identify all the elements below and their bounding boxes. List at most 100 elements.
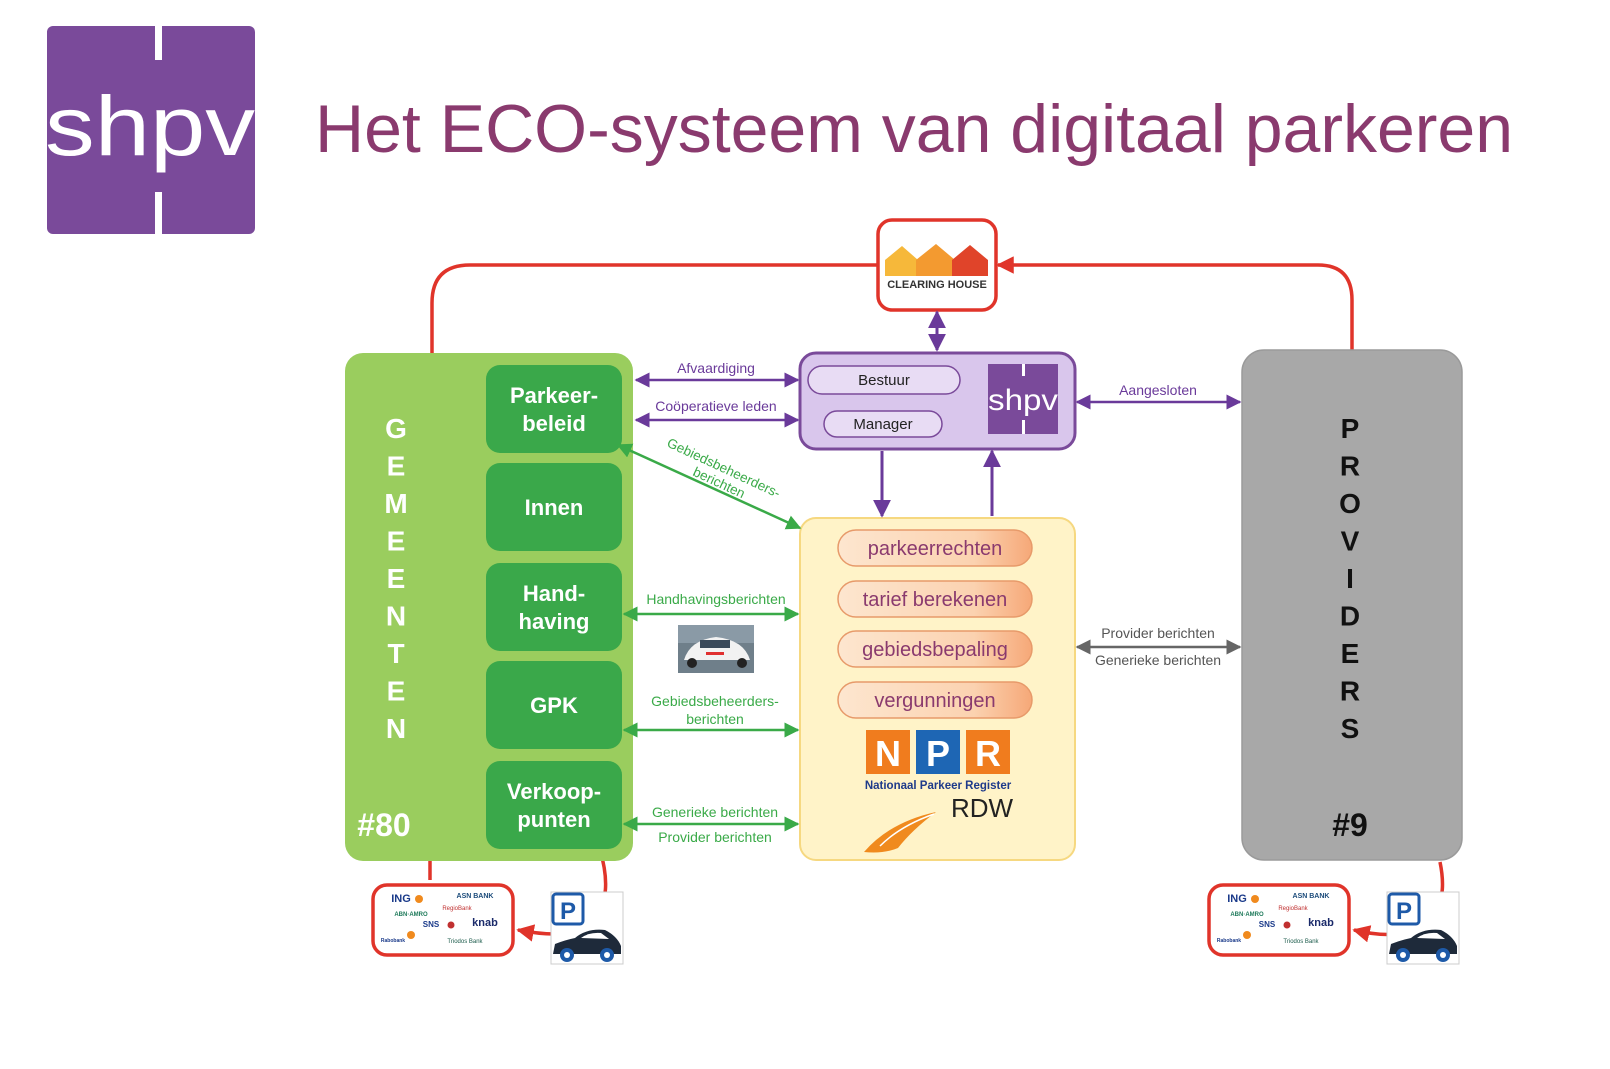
clearing-house: CLEARING HOUSE	[876, 218, 998, 312]
bank-name: ING	[391, 893, 411, 905]
shpv-box: Bestuur Manager shpv	[798, 351, 1077, 451]
parkeerbeleid-label: beleid	[522, 411, 586, 436]
providers-letter: V	[1341, 526, 1360, 557]
handhaving-label: having	[519, 609, 590, 634]
clearing-house-label: CLEARING HOUSE	[887, 279, 987, 291]
service-label: gebiedsbepaling	[862, 639, 1008, 661]
service-label: vergunningen	[874, 690, 995, 712]
providers-letter: S	[1341, 713, 1360, 744]
gemeenten-letter: M	[384, 488, 407, 519]
providers-letter: I	[1346, 563, 1354, 594]
handhaving-box: Hand-having	[486, 563, 622, 651]
npr-box: parkeerrechten tarief berekenen gebiedsbep…	[799, 517, 1076, 861]
gemeenten-letter: E	[387, 676, 406, 707]
page-title: Het ECO-systeem van digitaal parkeren	[315, 91, 1513, 167]
gemeenten-count: #80	[357, 807, 410, 843]
bank-name: knab	[472, 917, 498, 929]
provider-berichten-right-label: Provider berichten	[1101, 625, 1215, 641]
providers-letter: R	[1340, 451, 1360, 482]
rdw-label: RDW	[951, 793, 1014, 823]
aangesloten-label: Aangesloten	[1119, 382, 1197, 398]
npr-subtitle: Nationaal Parkeer Register	[865, 780, 1012, 792]
parking-sign-icon: P	[1396, 898, 1412, 925]
bank-name: SNS	[423, 920, 440, 929]
parkeerbeleid-box: Parkeer-beleid	[486, 365, 622, 453]
bank-name: ASN BANK	[457, 893, 494, 900]
verkooppunten-box: Verkoop-punten	[486, 761, 622, 849]
gemeenten-letter: E	[387, 563, 406, 594]
parking-car-left: P	[550, 891, 624, 965]
parkeerbeleid-label: Parkeer-	[510, 383, 598, 408]
providers-letter: O	[1339, 488, 1361, 519]
car-icon	[1389, 929, 1457, 962]
bank-name: Triodos Bank	[1283, 939, 1319, 945]
bestuur-label: Bestuur	[858, 372, 910, 389]
npr-letter-n: N	[875, 733, 901, 774]
handhaving-label: Hand-	[523, 581, 585, 606]
shpv-small-logo: shpv	[988, 364, 1058, 434]
service-pill: gebiedsbepaling	[837, 630, 1033, 668]
bank-name: ABN·AMRO	[394, 912, 428, 918]
bank-name: RegioBank	[442, 906, 472, 912]
gpk-box: GPK	[486, 661, 622, 749]
rdw-logo: RDW	[864, 793, 1014, 853]
service-label: tarief berekenen	[863, 589, 1008, 611]
gemeenten-letter: E	[387, 526, 406, 557]
service-pill: parkeerrechten	[837, 529, 1033, 567]
bank-name: ABN·AMRO	[1230, 912, 1264, 918]
providers-letter: E	[1341, 638, 1360, 669]
provider-berichten-label: Provider berichten	[658, 829, 772, 845]
purple-connections: Afvaardiging Coöperatieve leden Aangeslo…	[634, 360, 1242, 428]
bank-name: ING	[1227, 893, 1247, 905]
providers-letter: R	[1340, 676, 1360, 707]
service-pill: vergunningen	[837, 681, 1033, 719]
providers-count: #9	[1332, 807, 1368, 843]
gebiedsbeheerders-label-2: berichten	[686, 711, 744, 727]
gemeenten-letter: G	[385, 413, 407, 444]
generieke-berichten-right-label: Generieke berichten	[1095, 652, 1221, 668]
parking-car-right: P	[1386, 891, 1460, 965]
car-icon	[553, 929, 621, 962]
police-car-photo	[678, 625, 754, 673]
logo-text: shpv	[45, 79, 255, 173]
providers-letter: D	[1340, 601, 1360, 632]
gebiedsbeheerders-label-1: Gebiedsbeheerders-	[651, 693, 779, 709]
bank-name: RegioBank	[1278, 906, 1308, 912]
service-label: parkeerrechten	[868, 538, 1003, 560]
generieke-berichten-label: Generieke berichten	[652, 804, 778, 820]
npr-letter-r: R	[975, 733, 1001, 774]
gpk-label: GPK	[530, 693, 578, 718]
bank-name: SNS	[1259, 920, 1276, 929]
gemeenten-letter: N	[386, 601, 406, 632]
npr-logo: N P R Nationaal Parkeer Register	[865, 730, 1012, 792]
shpv-small-logo-text: shpv	[988, 384, 1058, 417]
cooperatieve-leden-label: Coöperatieve leden	[655, 398, 776, 414]
providers-letter: P	[1341, 413, 1360, 444]
bank-name: Triodos Bank	[447, 939, 483, 945]
shpv-logo: shpv	[45, 26, 255, 234]
innen-label: Innen	[525, 495, 584, 520]
afvaardiging-label: Afvaardiging	[677, 360, 755, 376]
service-pill: tarief berekenen	[837, 580, 1033, 618]
manager-label: Manager	[853, 416, 912, 433]
gemeenten-letter: T	[387, 638, 404, 669]
bank-name: knab	[1308, 917, 1334, 929]
verkooppunten-label: Verkoop-	[507, 779, 601, 804]
gray-connection: Provider berichten Generieke berichten	[1075, 625, 1242, 668]
houses-icon	[885, 244, 988, 276]
bank-name: Rabobank	[1217, 938, 1241, 944]
handhavingsberichten-label: Handhavingsberichten	[646, 591, 785, 607]
parking-sign-icon: P	[560, 898, 576, 925]
bank-name: Rabobank	[381, 938, 405, 944]
bank-name: ASN BANK	[1293, 893, 1330, 900]
gemeenten-letter: E	[387, 451, 406, 482]
innen-box: Innen	[486, 463, 622, 551]
npr-letter-p: P	[926, 733, 950, 774]
gemeenten-letter: N	[386, 713, 406, 744]
